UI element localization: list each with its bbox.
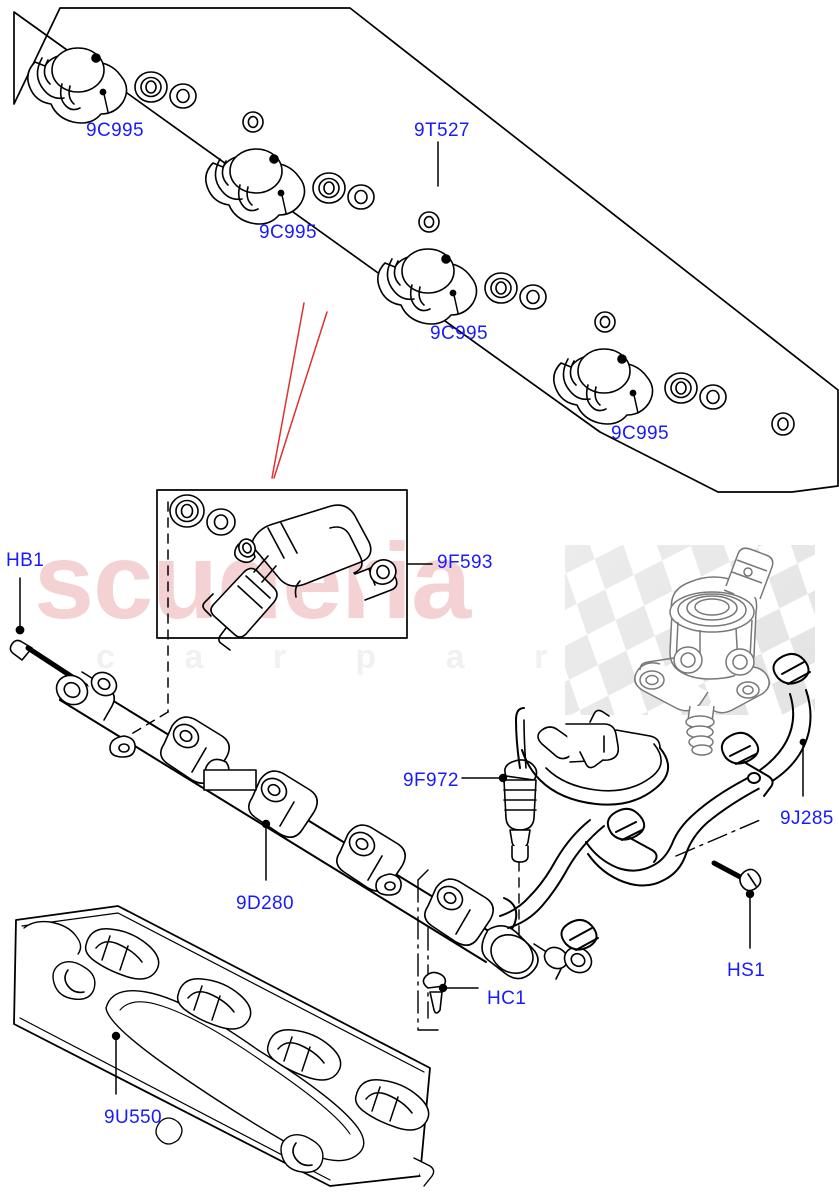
label-9j285[interactable]: 9J285: [780, 808, 834, 829]
injector-clip-group-3: [377, 248, 547, 325]
label-9t527[interactable]: 9T527: [414, 120, 470, 141]
high-pressure-fuel-pump: [634, 547, 774, 756]
label-9c995-1[interactable]: 9C995: [86, 120, 144, 141]
injector-seal-rings-detail: [169, 494, 236, 536]
label-9d280[interactable]: 9D280: [236, 893, 294, 914]
callout-red-leaders: [271, 302, 328, 479]
hc1-clip: [417, 869, 479, 1031]
label-9c995-4[interactable]: 9C995: [611, 423, 669, 444]
label-9f972[interactable]: 9F972: [403, 770, 459, 791]
wiring-harness-connector: [521, 709, 669, 806]
fuel-pressure-sensor-9f972: [461, 707, 538, 941]
injector-clip-group-2: [205, 148, 375, 225]
label-9u550[interactable]: 9U550: [104, 1107, 162, 1128]
injector-clip-group-1: [27, 47, 197, 124]
leader-detail-to-rail: [127, 501, 169, 737]
label-9f593[interactable]: 9F593: [437, 552, 493, 573]
label-hs1[interactable]: HS1: [727, 960, 766, 981]
fuel-rail-9d280: [55, 671, 593, 980]
label-hb1[interactable]: HB1: [6, 550, 45, 571]
label-9c995-3[interactable]: 9C995: [430, 323, 488, 344]
acoustic-cover-9u550: [13, 905, 435, 1187]
label-hc1[interactable]: HC1: [487, 988, 527, 1009]
fuel-injector-9f593: [202, 504, 398, 651]
label-9c995-2[interactable]: 9C995: [259, 222, 317, 243]
injector-clip-group-4: [553, 348, 727, 425]
hs1-flange-bolt: [711, 860, 762, 949]
hb1-bolt: [9, 577, 83, 685]
high-pressure-fuel-line-9j285: [499, 653, 812, 951]
